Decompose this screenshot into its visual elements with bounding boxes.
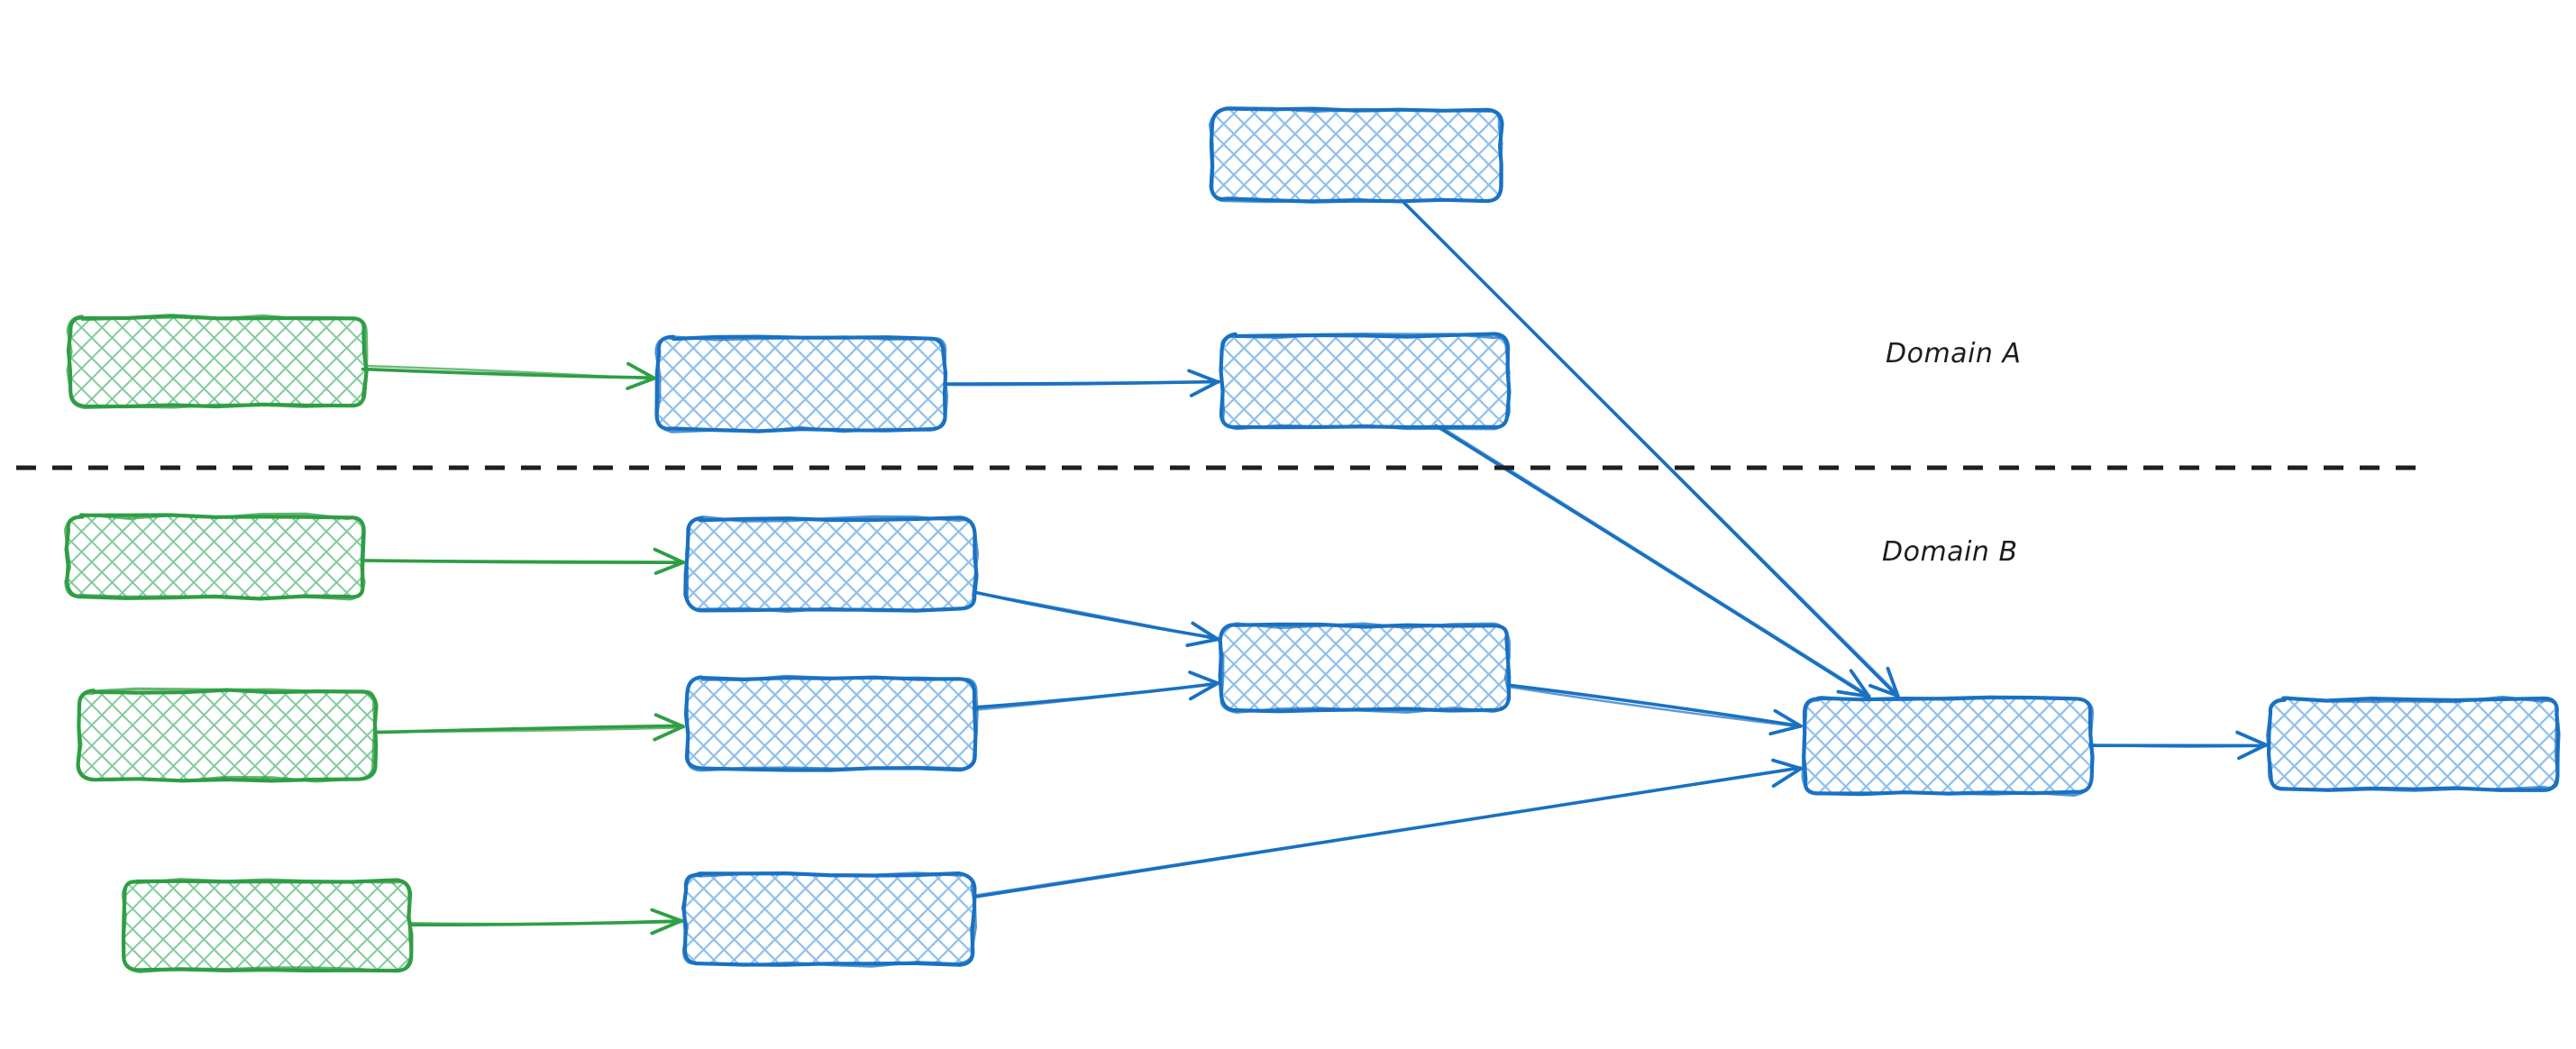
- node-a-top[interactable]: [1208, 106, 1504, 204]
- domain-a-label: Domain A: [1886, 338, 2022, 369]
- node-fill: [1804, 698, 2091, 793]
- edge-e6[interactable]: [373, 713, 685, 742]
- nodes-layer: [63, 106, 2561, 973]
- edge-arrowhead: [1191, 621, 1219, 642]
- edge-e7[interactable]: [407, 908, 684, 935]
- node-fill: [1221, 625, 1508, 710]
- node-b-mid1[interactable]: [683, 515, 980, 614]
- node-outline: [1219, 333, 1511, 431]
- edge-arrowhead: [1773, 708, 1803, 728]
- node-outline: [1208, 106, 1503, 204]
- edge-shaft: [407, 921, 684, 926]
- edge-shaft: [1402, 201, 1899, 696]
- edge-e5[interactable]: [360, 547, 686, 575]
- edge-arrowhead: [1868, 683, 1900, 698]
- edge-shaft: [945, 380, 1219, 387]
- node-fill: [69, 317, 365, 406]
- edge-arrowhead: [1849, 669, 1871, 698]
- edge-shaft: [973, 681, 1219, 711]
- node-outline: [681, 871, 977, 968]
- node-fill: [687, 679, 975, 769]
- node-b-final[interactable]: [2266, 695, 2561, 792]
- node-outline: [121, 878, 414, 973]
- edge-arrowhead: [1836, 689, 1871, 698]
- node-outline: [685, 674, 979, 772]
- node-b-src3[interactable]: [121, 878, 414, 973]
- node-outline: [1801, 695, 2095, 798]
- edge-shaft: [361, 559, 686, 563]
- edge-arrowhead: [2237, 743, 2268, 761]
- edge-e12[interactable]: [2088, 730, 2268, 761]
- edge-arrowhead: [626, 361, 656, 380]
- edge-arrowhead: [1188, 670, 1219, 685]
- node-outline: [63, 512, 366, 601]
- edge-arrowhead: [1771, 766, 1803, 788]
- edge-arrowhead: [653, 561, 685, 575]
- node-a-out[interactable]: [1219, 332, 1512, 431]
- edge-shaft: [1439, 424, 1871, 698]
- node-outline: [1218, 622, 1512, 714]
- edge-arrowhead: [2235, 730, 2268, 747]
- node-fill: [68, 516, 363, 597]
- node-b-src2[interactable]: [76, 687, 379, 783]
- node-fill: [2270, 699, 2558, 789]
- node-fill: [123, 881, 410, 970]
- node-outline: [66, 314, 369, 409]
- edge-shaft: [1507, 686, 1802, 728]
- edge-arrowhead: [653, 725, 685, 742]
- edge-e1[interactable]: [361, 361, 656, 390]
- node-b-src1[interactable]: [63, 512, 366, 601]
- edge-e11[interactable]: [973, 758, 1803, 898]
- node-outline: [654, 335, 949, 433]
- edge-e8[interactable]: [973, 590, 1219, 647]
- edge-arrowhead: [1187, 369, 1219, 384]
- node-fill: [687, 519, 975, 609]
- node-b-conv[interactable]: [1801, 695, 2095, 798]
- node-fill: [79, 691, 375, 780]
- edge-arrowhead: [653, 713, 685, 729]
- edge-e4[interactable]: [1434, 424, 1871, 698]
- edge-arrowhead: [650, 908, 683, 923]
- edge-shaft: [973, 767, 1802, 897]
- edge-arrowhead: [1185, 637, 1219, 647]
- edges-layer: [360, 200, 2268, 935]
- edge-arrowhead: [650, 918, 683, 935]
- edge-e3[interactable]: [1402, 200, 1900, 699]
- node-b-mid3[interactable]: [681, 871, 977, 968]
- node-a-src[interactable]: [66, 314, 369, 409]
- edge-shaft: [1506, 683, 1803, 728]
- node-fill: [685, 874, 973, 964]
- node-b-mid2[interactable]: [683, 674, 979, 772]
- edge-shaft: [1434, 424, 1870, 698]
- edge-shaft: [374, 726, 685, 733]
- node-outline: [76, 687, 377, 783]
- node-a-mid[interactable]: [654, 334, 949, 433]
- edge-shaft: [2088, 743, 2268, 748]
- edge-e2[interactable]: [943, 369, 1220, 397]
- node-outline: [2266, 695, 2560, 792]
- node-fill: [658, 338, 945, 430]
- node-fill: [1212, 110, 1501, 200]
- edge-arrowhead: [1189, 379, 1219, 397]
- edge-shaft: [365, 364, 656, 380]
- edge-arrowhead: [1771, 758, 1803, 771]
- edge-arrowhead: [1768, 724, 1803, 736]
- edge-e9[interactable]: [973, 670, 1219, 711]
- edge-e10[interactable]: [1506, 683, 1803, 736]
- edge-arrowhead: [1886, 666, 1900, 698]
- node-fill: [1221, 335, 1508, 427]
- edge-arrowhead: [653, 547, 685, 564]
- edge-shaft: [976, 591, 1219, 641]
- edge-arrowhead: [626, 376, 656, 390]
- edge-arrowhead: [1189, 681, 1219, 701]
- domain-b-label: Domain B: [1882, 536, 2018, 568]
- node-outline: [684, 515, 980, 614]
- node-b-agg[interactable]: [1218, 622, 1512, 714]
